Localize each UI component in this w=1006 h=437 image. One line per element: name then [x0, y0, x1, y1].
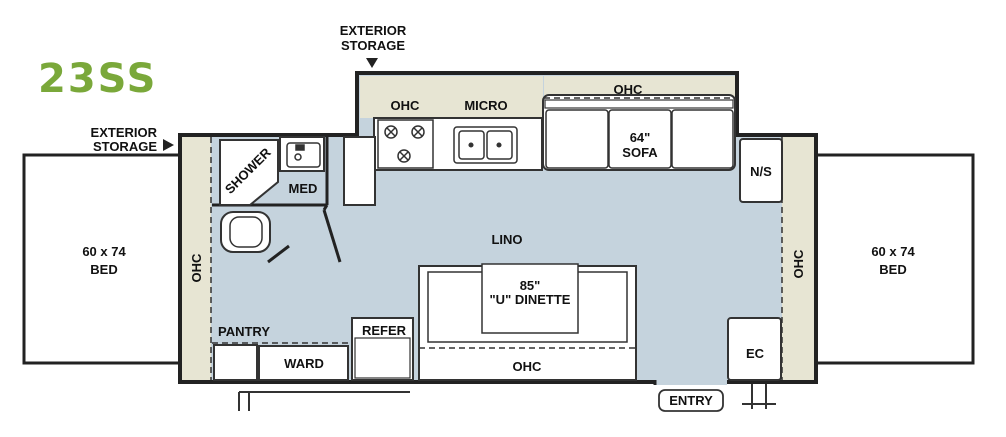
exterior-storage-left-label-2: STORAGE	[93, 139, 157, 154]
bed-right-label-2: BED	[879, 262, 906, 277]
refer-label: REFER	[362, 323, 407, 338]
pantry-cabinet	[213, 344, 258, 381]
ohc-kitchen-zone	[360, 76, 543, 118]
ohc-right-zone	[782, 135, 816, 382]
entry-steps	[238, 384, 776, 412]
pantry-label: PANTRY	[218, 324, 270, 339]
refrigerator	[351, 317, 414, 381]
stove-icon	[377, 119, 434, 169]
wardrobe	[258, 345, 349, 381]
ec-label: EC	[746, 346, 765, 361]
outer-wall	[178, 71, 818, 384]
dinette-label-2: "U" DINETTE	[490, 292, 571, 307]
sofa-icon	[542, 94, 736, 171]
ohc-top-zone	[544, 76, 736, 98]
entry-label: ENTRY	[669, 393, 713, 408]
exterior-storage-left-label-1: EXTERIOR	[91, 125, 158, 140]
exterior-storage-left-arrow	[163, 139, 174, 151]
model-name: 23SS	[38, 56, 157, 102]
exterior-storage-top-label-2: STORAGE	[341, 38, 405, 53]
counter-end	[343, 136, 376, 206]
exterior-storage-top-label-1: EXTERIOR	[340, 23, 407, 38]
bath-sink-icon	[286, 142, 321, 168]
med-label: MED	[289, 181, 318, 196]
micro-label: MICRO	[464, 98, 507, 113]
dinette	[418, 263, 637, 381]
ohc-left-label: OHC	[189, 253, 204, 283]
ohc-kitchen-label: OHC	[391, 98, 421, 113]
toilet-icon	[220, 211, 271, 253]
ohc-top-label: OHC	[614, 82, 644, 97]
bed-left-label-2: BED	[90, 262, 117, 277]
bed-left-label-1: 60 x 74	[82, 244, 126, 259]
dinette-label-1: 85"	[520, 278, 541, 293]
bed-right	[813, 153, 975, 365]
bed-left	[22, 153, 184, 365]
bath-door	[267, 204, 342, 264]
lino-label: LINO	[491, 232, 522, 247]
bed-right-label-1: 60 x 74	[871, 244, 915, 259]
ns-label: N/S	[750, 164, 772, 179]
ohc-left-zone	[180, 135, 211, 382]
ward-label: WARD	[284, 356, 324, 371]
exterior-storage-top-arrow	[366, 58, 378, 68]
shower-stall	[219, 139, 279, 206]
kitchen-sink-icon	[453, 126, 518, 164]
ohc-bottom-label: OHC	[513, 359, 543, 374]
sofa-label-2: SOFA	[622, 145, 658, 160]
sofa-label-1: 64"	[630, 130, 651, 145]
entertainment-center	[727, 317, 782, 381]
ohc-right-label: OHC	[791, 249, 806, 279]
